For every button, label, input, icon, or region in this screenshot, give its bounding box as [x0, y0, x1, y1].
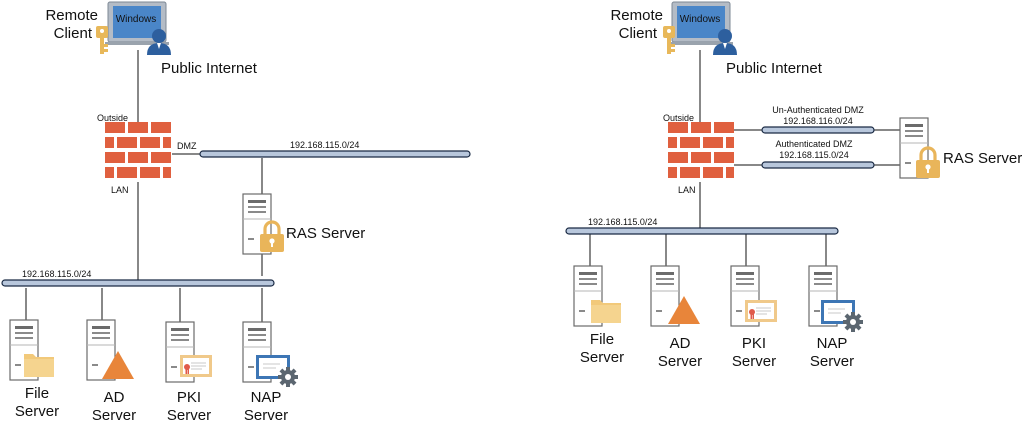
- lan-subnet-label: 192.168.115.0/24: [22, 269, 91, 279]
- ras-server-label: RAS Server: [286, 225, 365, 242]
- left-server-ad: AD Server: [86, 319, 136, 424]
- lan-network-pipe: [1, 279, 275, 287]
- firewall-dmz-label: DMZ: [177, 141, 197, 151]
- auth-dmz-pipe: [761, 161, 875, 169]
- ras-server-label: RAS Server: [943, 150, 1022, 167]
- left-firewall: Outside DMZ LAN: [97, 113, 197, 195]
- left-connector-lines: [25, 50, 263, 322]
- firewall-icon: [105, 122, 171, 180]
- left-server-file: File Server: [9, 319, 59, 420]
- lan-subnet-label: 192.168.115.0/24: [588, 217, 657, 227]
- right-ras-server: RAS Server: [899, 117, 1022, 180]
- laptop-os-label: Windows: [116, 14, 157, 25]
- unauth-dmz-subnet: 192.168.116.0/24: [783, 116, 852, 126]
- unauth-dmz-pipe: [761, 126, 875, 134]
- server-label-line2: Server: [244, 407, 288, 424]
- right-unauth-dmz-network: Un-Authenticated DMZ 192.168.116.0/24: [761, 105, 875, 134]
- right-diagram: Windows Remote Client Public Internet Ou…: [565, 1, 1022, 370]
- server-label-line1: NAP: [251, 389, 282, 406]
- right-server-file: File Server: [573, 265, 624, 366]
- server-label-line1: File: [25, 385, 49, 402]
- server-label-line2: Server: [580, 349, 624, 366]
- right-remote-client: Windows Remote Client Public Internet: [610, 1, 823, 77]
- firewall-lan-label: LAN: [111, 185, 129, 195]
- left-diagram: Windows Remote Client Public Internet Ou…: [1, 1, 471, 424]
- lan-network-pipe: [565, 227, 839, 235]
- firewall-outside-label: Outside: [663, 113, 694, 123]
- left-dmz-network: 192.168.115.0/24: [172, 140, 471, 158]
- firewall-lan-label: LAN: [678, 185, 696, 195]
- right-auth-dmz-network: Authenticated DMZ 192.168.115.0/24: [761, 139, 875, 169]
- server-label-line1: NAP: [817, 335, 848, 352]
- server-label-line2: Server: [810, 353, 854, 370]
- public-internet-label: Public Internet: [726, 60, 823, 77]
- server-label-line1: PKI: [177, 389, 201, 406]
- left-server-pki: PKI Server: [165, 321, 213, 424]
- auth-dmz-subnet: 192.168.115.0/24: [779, 150, 848, 160]
- laptop-os-label: Windows: [680, 14, 721, 25]
- remote-client-label-line1: Remote: [610, 7, 663, 24]
- auth-dmz-title: Authenticated DMZ: [775, 139, 853, 149]
- folder-icon: [591, 300, 621, 323]
- right-server-pki: PKI Server: [730, 265, 778, 370]
- server-label-line2: Server: [15, 403, 59, 420]
- right-server-nap: NAP Server: [808, 265, 864, 370]
- server-label-line2: Server: [732, 353, 776, 370]
- folder-icon: [24, 354, 54, 377]
- public-internet-label: Public Internet: [161, 60, 258, 77]
- certificate-icon: [744, 299, 778, 323]
- right-server-ad: AD Server: [650, 265, 702, 370]
- server-label-line1: File: [590, 331, 614, 348]
- certificate-icon: [179, 354, 213, 378]
- left-ras-server: RAS Server: [242, 193, 365, 255]
- left-server-nap: NAP Server: [242, 321, 299, 424]
- server-label-line2: Server: [658, 353, 702, 370]
- server-label-line1: PKI: [742, 335, 766, 352]
- remote-client-label-line2: Client: [54, 25, 93, 42]
- remote-client-label-line1: Remote: [45, 7, 98, 24]
- unauth-dmz-title: Un-Authenticated DMZ: [772, 105, 864, 115]
- dmz-subnet-label: 192.168.115.0/24: [290, 140, 359, 150]
- left-remote-client: Windows Remote Client Public Internet: [45, 1, 258, 77]
- server-label-line2: Server: [92, 407, 136, 424]
- server-label-line2: Server: [167, 407, 211, 424]
- right-lan-network: 192.168.115.0/24: [565, 217, 839, 235]
- server-label-line1: AD: [104, 389, 125, 406]
- left-lan-network: 192.168.115.0/24: [1, 269, 275, 287]
- right-firewall: Outside LAN: [663, 113, 734, 195]
- right-connector-lines: [589, 50, 902, 266]
- dmz-network-pipe: [199, 150, 471, 158]
- key-icon: [96, 26, 108, 54]
- firewall-icon: [668, 122, 734, 180]
- firewall-outside-label: Outside: [97, 113, 128, 123]
- remote-client-label-line2: Client: [619, 25, 658, 42]
- server-label-line1: AD: [670, 335, 691, 352]
- gear-icon: [820, 299, 864, 333]
